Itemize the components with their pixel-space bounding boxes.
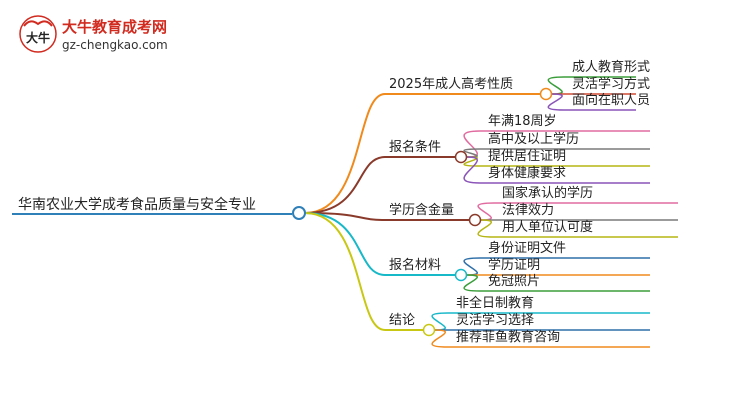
branch-2-child-4-label: 身体健康要求	[488, 166, 567, 181]
branch-2-child-1-label: 年满18周岁	[488, 114, 557, 129]
branch-3-child-1-label: 国家承认的学历	[502, 186, 594, 201]
branch-4-child-3-connector	[463, 274, 481, 292]
branch-5-label: 结论	[389, 313, 416, 328]
branch-3-node	[468, 213, 482, 227]
branch-1-label: 2025年成人高考性质	[389, 77, 514, 92]
branch-3-label: 学历含金量	[389, 203, 455, 218]
bull-logo-icon: 大牛	[19, 15, 57, 53]
branch-2-label: 报名条件	[389, 140, 442, 155]
branch-3-child-3-label: 用人单位认可度	[502, 220, 594, 235]
branch-4-node	[454, 268, 468, 282]
branch-4-child-2-label: 学历证明	[488, 258, 541, 273]
branch-1-child-2-label: 灵活学习方式	[572, 77, 651, 92]
brand-url: gz-chengkao.com	[62, 38, 168, 52]
branch-4-connector	[304, 212, 386, 276]
brand-watermark: 大牛 大牛教育成考网 gz-chengkao.com	[18, 14, 218, 58]
branch-1-child-3-label: 面向在职人员	[572, 93, 651, 108]
branch-5-child-1-label: 非全日制教育	[456, 296, 535, 311]
branch-1-node	[539, 87, 553, 101]
branch-4-child-1-label: 身份证明文件	[488, 241, 567, 256]
branch-2-connector	[304, 156, 386, 214]
root-node	[292, 206, 306, 220]
branch-2-child-2-label: 高中及以上学历	[488, 132, 580, 147]
branch-1-child-1-label: 成人教育形式	[572, 60, 651, 75]
branch-4-label: 报名材料	[389, 258, 442, 273]
branch-5-child-3-label: 推荐菲鱼教育咨询	[456, 330, 561, 345]
branch-3-connector	[304, 212, 386, 221]
branch-5-connector	[304, 212, 386, 331]
branch-3-child-2-label: 法律效力	[502, 203, 555, 218]
branch-1-child-3-connector	[547, 93, 565, 111]
branch-2-node	[454, 150, 468, 164]
branch-5-child-3-connector	[431, 329, 449, 348]
brand-name: 大牛教育成考网	[62, 18, 168, 36]
svg-text:大牛: 大牛	[26, 30, 50, 45]
branch-2-child-4-connector	[463, 156, 481, 184]
branch-3-child-3-connector	[477, 219, 495, 238]
branch-1-connector	[304, 93, 386, 214]
branch-2-child-3-label: 提供居住证明	[488, 149, 567, 164]
branch-5-child-2-label: 灵活学习选择	[456, 313, 535, 328]
branch-2-child-1-connector	[463, 130, 481, 158]
root-topic: 华南农业大学成考食品质量与安全专业	[18, 197, 256, 213]
branch-4-child-3-label: 免冠照片	[488, 274, 541, 289]
branch-5-node	[422, 323, 436, 337]
